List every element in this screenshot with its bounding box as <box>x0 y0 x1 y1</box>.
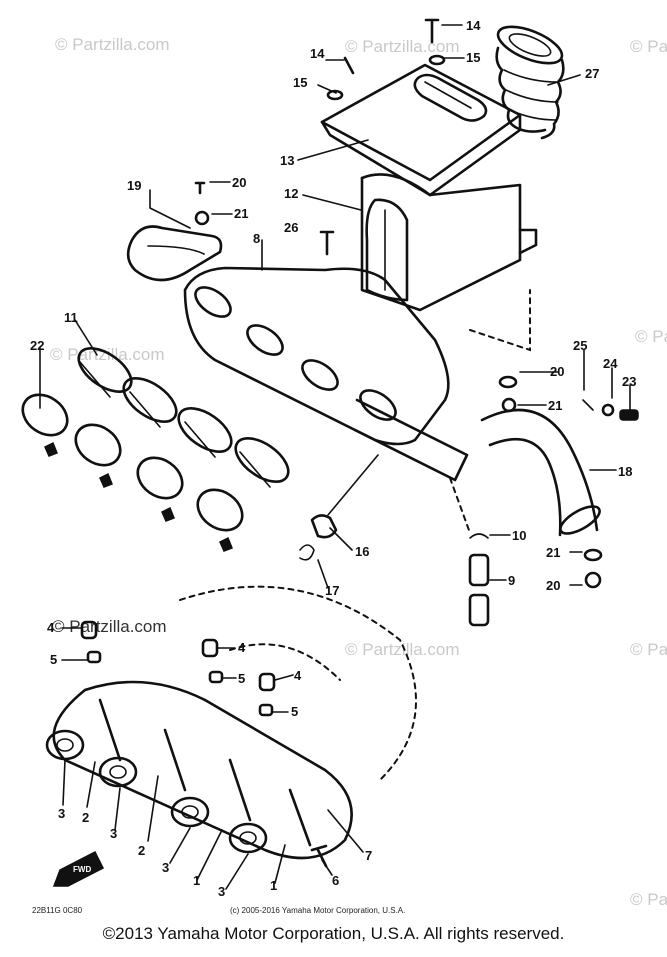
callout-2: 2 <box>82 810 89 825</box>
callout-14: 14 <box>310 46 325 61</box>
callout-21: 21 <box>234 206 248 221</box>
watermark: © Partzilla.com <box>630 890 667 909</box>
engine-outline-part <box>179 585 417 781</box>
carburetor-assembly-part <box>45 620 353 868</box>
callout-1: 1 <box>193 873 200 888</box>
callout-8: 8 <box>253 231 260 246</box>
callout-17: 17 <box>325 583 339 598</box>
watermark: © Partzilla.com <box>630 37 667 56</box>
callout-21: 21 <box>546 545 560 560</box>
callout-27: 27 <box>585 66 599 81</box>
callout-4: 4 <box>294 668 302 683</box>
hose-fitting-part <box>299 514 338 561</box>
callout-10: 10 <box>512 528 526 543</box>
callout-5: 5 <box>291 704 298 719</box>
callout-labels: 14 15 27 14 15 13 12 20 21 19 26 8 11 22… <box>30 18 636 899</box>
callout-19: 19 <box>127 178 141 193</box>
callout-12: 12 <box>284 186 298 201</box>
footer-copyright: ©2013 Yamaha Motor Corporation, U.S.A. A… <box>102 924 565 943</box>
callout-15: 15 <box>293 75 307 90</box>
carburetor-joint-part <box>77 347 290 488</box>
watermark: © Partzilla.com <box>630 640 667 659</box>
leader-lines <box>39 24 631 890</box>
callout-15: 15 <box>466 50 480 65</box>
callout-3: 3 <box>218 884 225 899</box>
watermark-layer: © Partzilla.com © Partzilla.com © Partzi… <box>50 35 667 909</box>
diagram-code: 22B11G 0C80 <box>32 906 83 915</box>
callout-4: 4 <box>47 620 55 635</box>
callout-7: 7 <box>365 848 372 863</box>
callout-20: 20 <box>232 175 246 190</box>
callout-16: 16 <box>355 544 369 559</box>
drain-hose-part <box>449 477 490 627</box>
air-box-cover-part <box>320 63 522 197</box>
callout-1: 1 <box>270 878 277 893</box>
callout-3: 3 <box>110 826 117 841</box>
callout-11: 11 <box>64 310 78 325</box>
callout-5: 5 <box>50 652 57 667</box>
watermark: © Partzilla.com <box>345 37 460 56</box>
callout-21: 21 <box>548 398 562 413</box>
air-box-part <box>360 173 538 352</box>
callout-20: 20 <box>546 578 560 593</box>
callout-13: 13 <box>280 153 294 168</box>
callout-14: 14 <box>466 18 481 33</box>
breather-tube-part <box>480 408 601 537</box>
air-box-lower-part <box>183 266 469 482</box>
clamp-part <box>21 393 244 552</box>
intake-boot-part <box>495 25 565 140</box>
callout-24: 24 <box>603 356 618 371</box>
callout-5: 5 <box>238 671 245 686</box>
callout-22: 22 <box>30 338 44 353</box>
callout-18: 18 <box>618 464 632 479</box>
callout-6: 6 <box>332 873 339 888</box>
forward-arrow-icon: FWD <box>52 850 105 887</box>
bracket-part <box>126 225 223 282</box>
watermark: © Partzilla.com <box>345 640 460 659</box>
watermark: © Partzilla.com <box>50 345 165 364</box>
callout-3: 3 <box>162 860 169 875</box>
callout-9: 9 <box>508 573 515 588</box>
watermark: © Partzilla.com <box>55 35 170 54</box>
callout-26: 26 <box>284 220 298 235</box>
callout-25: 25 <box>573 338 587 353</box>
watermark: © Partzilla.com <box>635 327 667 346</box>
callout-2: 2 <box>138 843 145 858</box>
watermark-dark: © Partzilla.com <box>52 617 167 636</box>
callout-3: 3 <box>58 806 65 821</box>
bolt-washer-part <box>194 18 639 589</box>
fwd-label: FWD <box>73 865 91 874</box>
callout-20: 20 <box>550 364 564 379</box>
callout-23: 23 <box>622 374 636 389</box>
callout-4: 4 <box>238 640 246 655</box>
diagram-inner-copyright: (c) 2005-2016 Yamaha Motor Corporation, … <box>230 906 405 915</box>
